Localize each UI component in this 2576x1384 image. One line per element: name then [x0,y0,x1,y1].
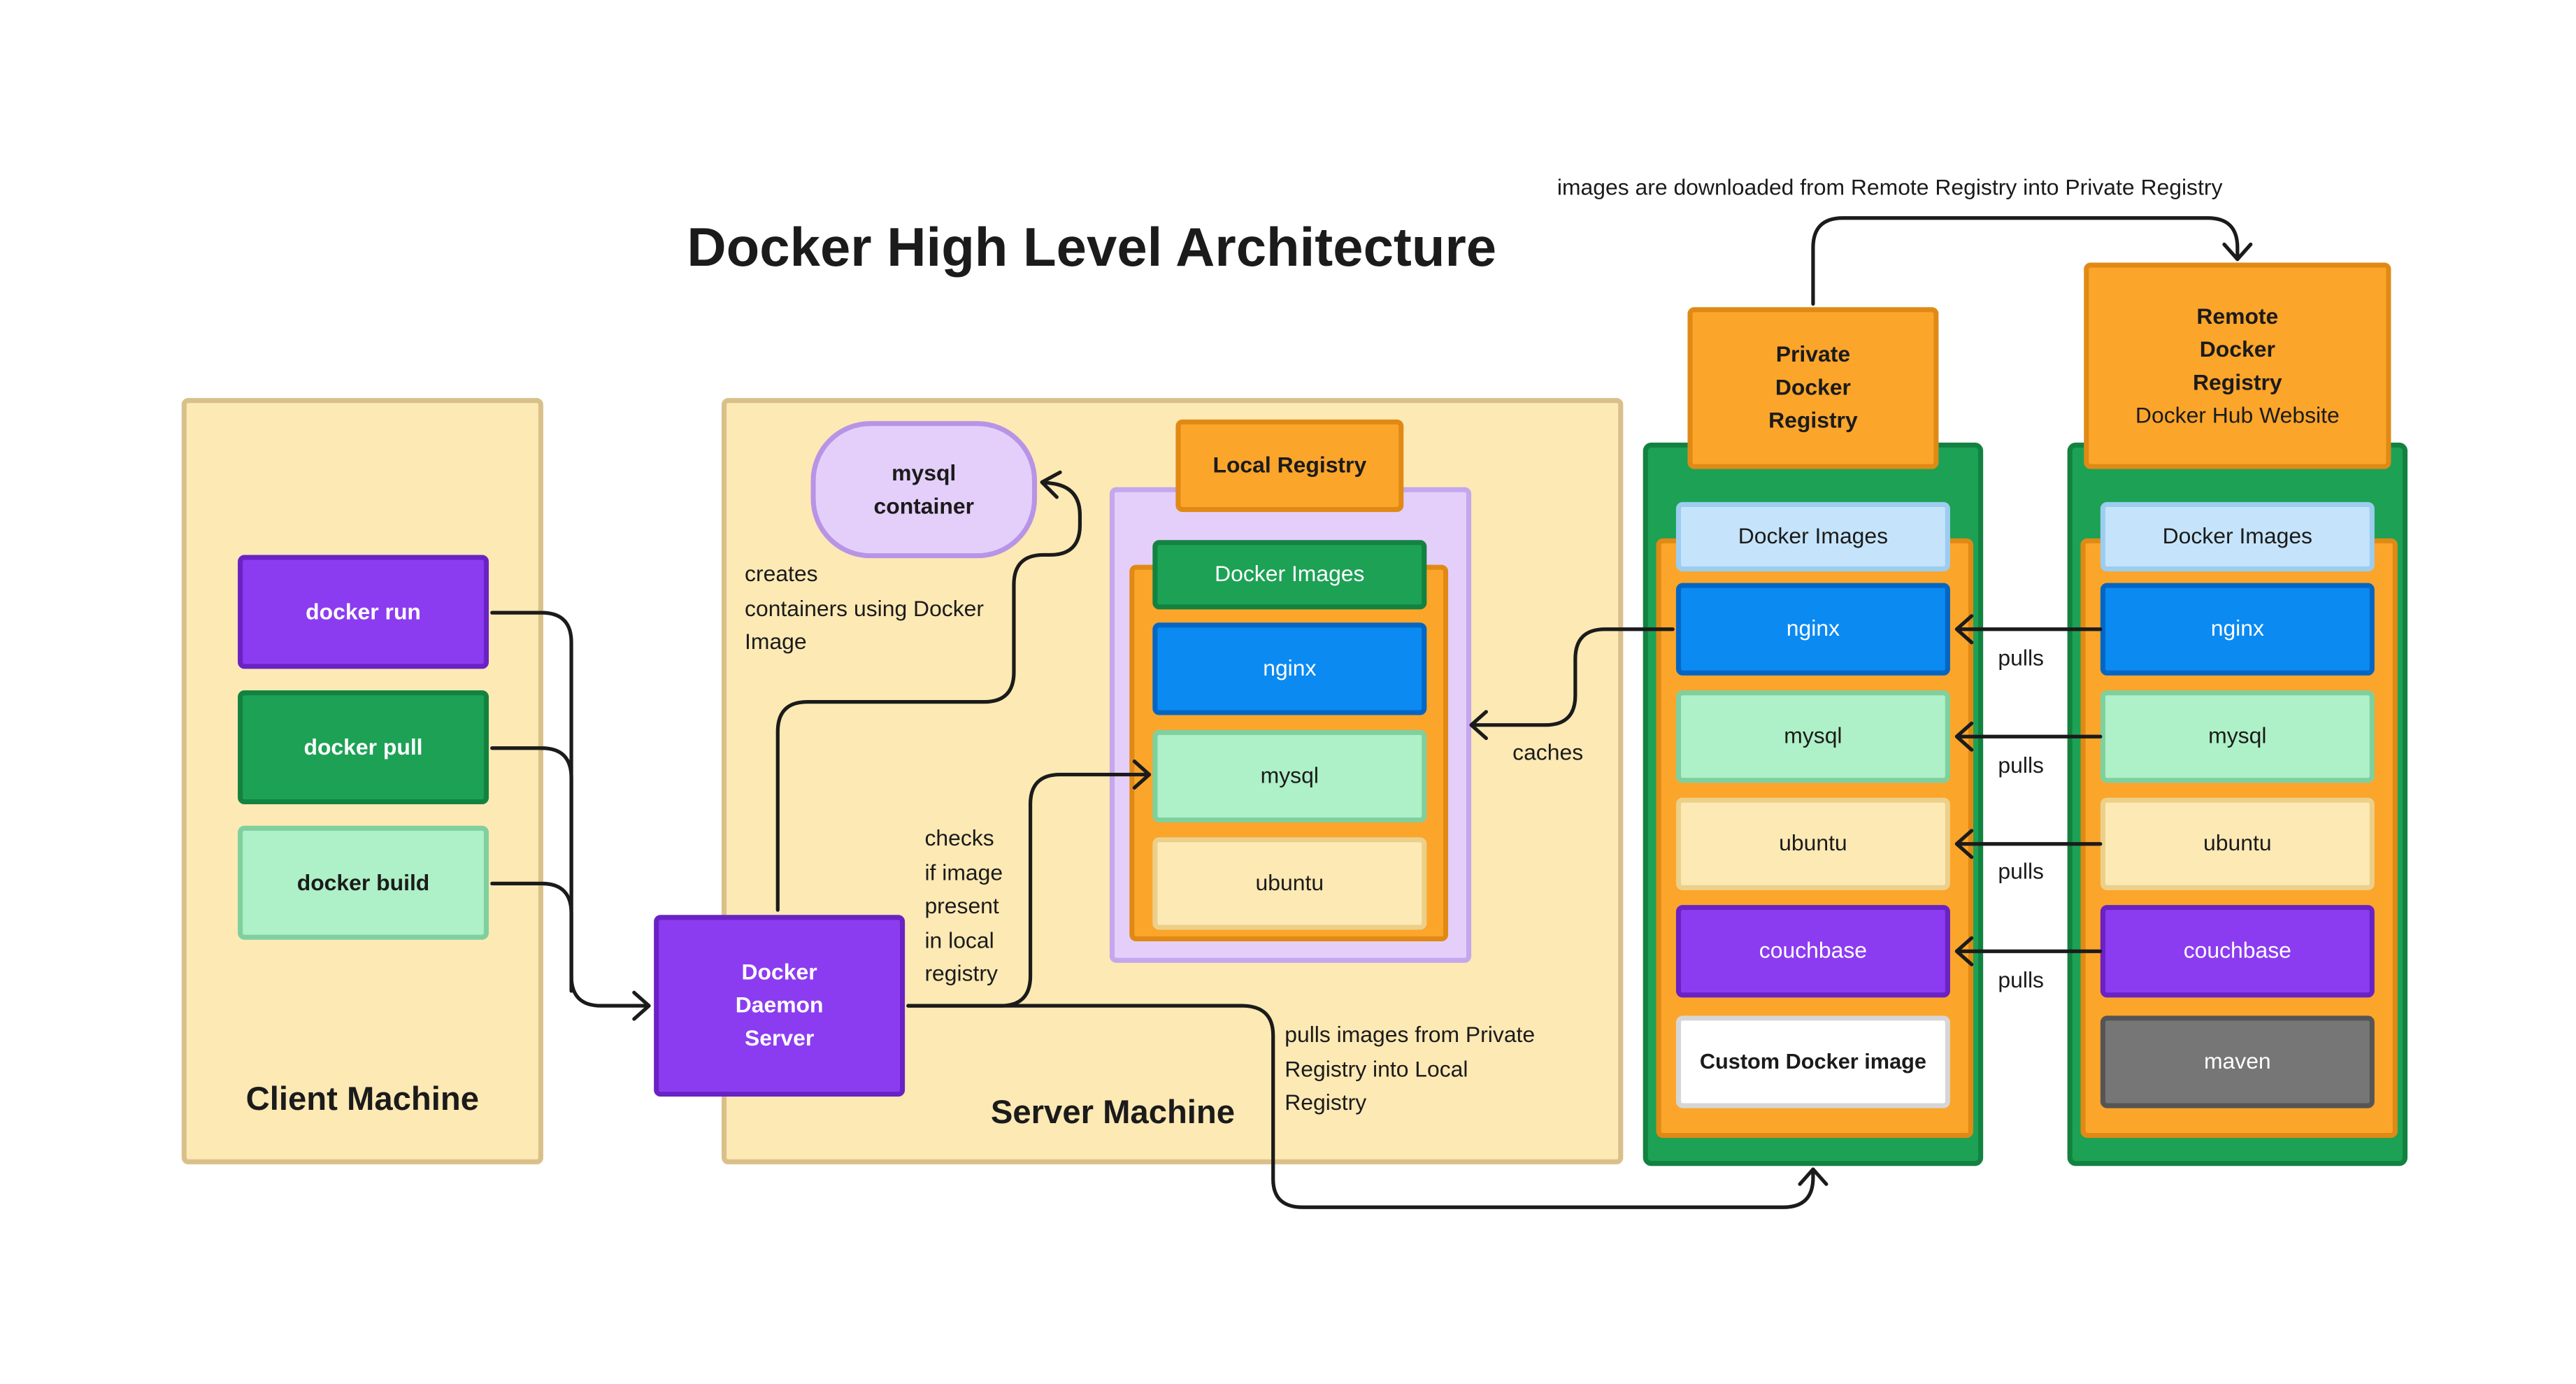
remote-arrowhead [2222,242,2253,262]
private-to-remote-edge [1811,216,2240,306]
private-image-nginx[interactable]: nginx [1675,583,1950,676]
mysql-container[interactable]: mysql container [810,421,1038,559]
pulls-label-nginx: pulls [1998,645,2044,671]
docker-run-button[interactable]: docker run [238,555,489,669]
local-registry-label[interactable]: Local Registry [1175,419,1404,513]
remote-image-mysql[interactable]: mysql [2100,690,2375,783]
private-arrowhead [1798,1167,1829,1186]
diagram-title: Docker High Level Architecture [687,216,1497,278]
local-mysql-arrowhead [1132,759,1152,790]
daemon-to-local-mysql-edge [906,772,1150,1008]
build-to-daemon-edge [490,881,573,993]
local-image-mysql[interactable]: mysql [1152,729,1427,823]
private-image-ubuntu[interactable]: ubuntu [1675,797,1950,890]
caches-label: caches [1512,739,1584,765]
private-image-couchbase[interactable]: couchbase [1675,905,1950,998]
container-arrowhead [1040,470,1062,499]
creates-note: creates containers using Docker Image [745,561,985,655]
remote-image-ubuntu[interactable]: ubuntu [2100,797,2375,890]
pulls-note: pulls images from Private Registry into … [1285,1022,1536,1115]
docker-pull-button[interactable]: docker pull [238,690,489,805]
pulls-label-ubuntu: pulls [1998,858,2044,884]
docker-daemon-server[interactable]: Docker Daemon Server [654,915,906,1097]
pull-to-daemon-edge [490,746,573,993]
docker-build-button[interactable]: docker build [238,825,489,940]
private-registry-label[interactable]: Private Docker Registry [1687,307,1939,469]
local-image-ubuntu[interactable]: ubuntu [1152,837,1427,930]
private-nginx-caches-edge [1471,627,1675,727]
daemon-to-run-arrowhead [632,990,651,1021]
pull-mysql-arrowhead [1954,721,1974,752]
pull-nginx-arrowhead [1954,614,1974,645]
remote-images-header: Docker Images [2100,501,2375,572]
caches-arrowhead [1469,710,1488,741]
server-machine-label: Server Machine [990,1094,1236,1132]
pulls-label-couchbase: pulls [1998,967,2044,993]
remote-image-nginx[interactable]: nginx [2100,583,2375,676]
local-image-nginx[interactable]: nginx [1152,622,1427,715]
pull-ubuntu-arrowhead [1954,829,1974,859]
pulls-label-mysql: pulls [1998,752,2044,778]
remote-registry-label: Remote Docker Registry [2193,303,2282,394]
checks-note: checks if image present in local registr… [924,825,1003,986]
local-images-header: Docker Images [1152,540,1427,610]
pull-couchbase-arrowhead [1954,936,1974,966]
daemon-to-private-edge [906,1004,1815,1209]
client-machine-label: Client Machine [245,1081,479,1118]
remote-image-couchbase[interactable]: couchbase [2100,905,2375,998]
remote-image-maven[interactable]: maven [2100,1015,2375,1108]
private-image-mysql[interactable]: mysql [1675,690,1950,783]
remote-registry-sublabel: Docker Hub Website [2135,402,2340,427]
private-images-header: Docker Images [1675,501,1950,572]
download-note: images are downloaded from Remote Regist… [1557,175,2223,200]
remote-registry-label-box[interactable]: Remote Docker Registry Docker Hub Websit… [2084,262,2391,469]
daemon-to-container-edge [775,480,1082,912]
private-image-custom[interactable]: Custom Docker image [1675,1015,1950,1108]
